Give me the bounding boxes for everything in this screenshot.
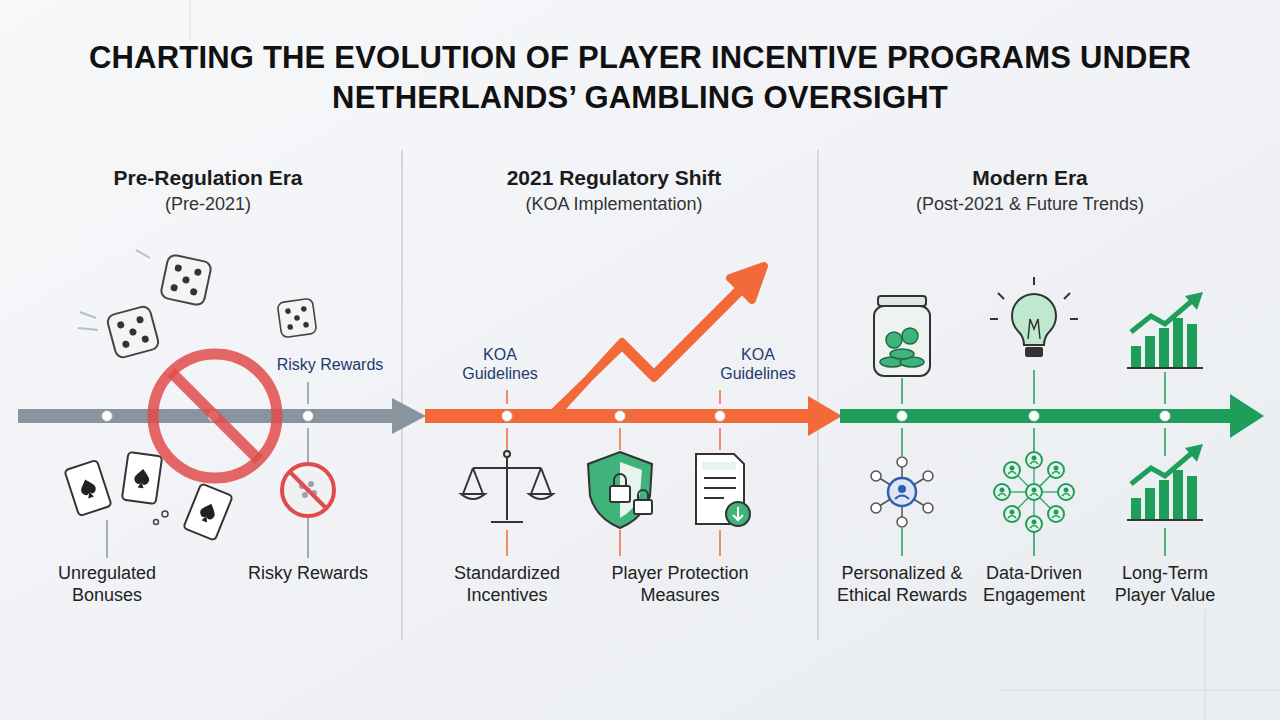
- era-heading: 2021 Regulatory Shift: [434, 165, 794, 190]
- stage-label: Data-Driven Engagement: [971, 563, 1097, 606]
- era-subheading: (Post-2021 & Future Trends): [840, 194, 1220, 216]
- stage-label: Unregulated Bonuses: [32, 563, 182, 606]
- stage-label: Personalized & Ethical Rewards: [836, 563, 968, 606]
- era-subheading: (Pre-2021): [58, 194, 358, 216]
- stage-label: Long-Term Player Value: [1100, 563, 1230, 606]
- stage-label: Player Protection Measures: [580, 563, 780, 606]
- timeline-label: KOA Guidelines: [701, 345, 815, 383]
- era-subheading: (KOA Implementation): [434, 194, 794, 216]
- timeline-label: Risky Rewards: [258, 355, 402, 374]
- stage-label: Risky Rewards: [233, 563, 383, 585]
- era-heading: Modern Era: [840, 165, 1220, 190]
- timeline-label: KOA Guidelines: [443, 345, 557, 383]
- stage-label: Standardized Incentives: [432, 563, 582, 606]
- era-heading: Pre-Regulation Era: [58, 165, 358, 190]
- title: CHARTING THE EVOLUTION OF PLAYER INCENTI…: [80, 38, 1200, 118]
